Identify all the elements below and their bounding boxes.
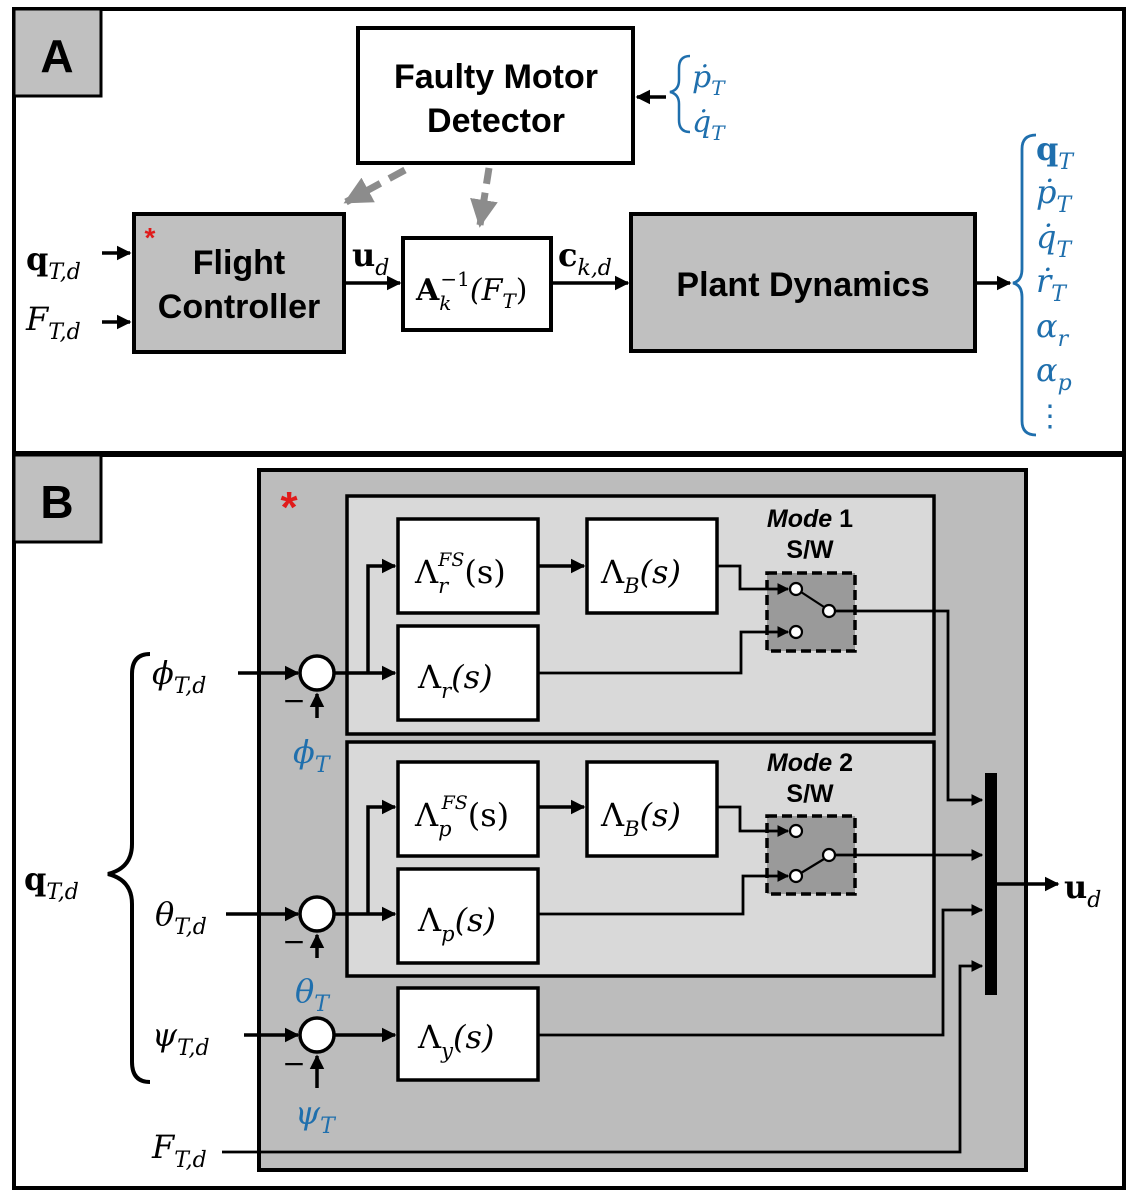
detector-input-p: ṗ xyxy=(692,60,711,95)
detector-label-line1: Faulty Motor xyxy=(394,58,598,96)
svg-text:ΛB(s): ΛB(s) xyxy=(600,553,681,598)
input-f-t-d-b: FT,d xyxy=(151,1128,207,1173)
flight-controller-line1: Flight xyxy=(193,244,286,282)
output-ellipsis: ⋮ xyxy=(1035,399,1065,434)
mode2-sw-label: S/W xyxy=(786,780,834,808)
input-theta-t-d: θT,d xyxy=(155,895,207,940)
mode2-label: Mode 2 xyxy=(767,749,853,777)
svg-text:Λr(s): Λr(s) xyxy=(417,658,493,703)
output-q-dot-t: q̇T xyxy=(1036,218,1073,263)
panel-a: A Faulty Motor Detector ṗT q̇T * Flight … xyxy=(12,7,1126,455)
output-p-dot-t: ṗT xyxy=(1036,173,1073,218)
detector-input-q: q̇ xyxy=(692,105,711,140)
input-psi-t-d: ψT,d xyxy=(152,1016,210,1061)
block-lambda-y: Λy(s) xyxy=(396,986,540,1082)
flight-controller-block: * Flight Controller xyxy=(132,212,346,354)
svg-text:ΛpFS(s): ΛpFS(s) xyxy=(414,792,509,841)
output-mux-bar xyxy=(985,773,997,995)
panel-b-label: B xyxy=(40,476,73,528)
allocation-block: Ak−1(FT) xyxy=(401,236,553,332)
input-q-t-d: qT,d xyxy=(26,240,81,285)
plant-dynamics-block: Plant Dynamics xyxy=(629,212,977,353)
output-q-t: qT xyxy=(1036,130,1075,175)
svg-text:ΛrFS(s): ΛrFS(s) xyxy=(414,549,506,598)
q-group-brace xyxy=(107,652,151,1084)
feedback-psi-t: ψT xyxy=(295,1094,337,1139)
faulty-motor-detector-block: Faulty Motor Detector xyxy=(356,26,635,165)
svg-text:Ak−1(FT): Ak−1(FT) xyxy=(415,267,527,315)
svg-text:q̇T: q̇T xyxy=(692,105,726,145)
output-alpha-r: αr xyxy=(1036,307,1070,352)
controller-asterisk: * xyxy=(280,483,298,532)
output-u-d: ud xyxy=(1064,868,1101,913)
output-alpha-p: αp xyxy=(1036,351,1072,396)
panel-b: B * Mode 1 S/W Mode 2 S/W ΛrFS(s) ΛB(s) … xyxy=(12,453,1126,1190)
block-lambda-b-1: ΛB(s) xyxy=(585,517,719,615)
detector-inputs: ṗT q̇T xyxy=(669,54,726,145)
output-r-dot-t: ṙT xyxy=(1036,262,1068,307)
minus-theta: − xyxy=(282,925,305,958)
flight-controller-asterisk: * xyxy=(145,222,156,253)
block-lambda-r-fs: ΛrFS(s) xyxy=(396,517,540,615)
q-group-label: qT,d xyxy=(24,860,79,905)
signal-c-k-d: ck,d xyxy=(558,236,612,281)
svg-text:ṗT: ṗT xyxy=(692,60,726,100)
block-lambda-r: Λr(s) xyxy=(396,624,540,722)
block-lambda-p-fs: ΛpFS(s) xyxy=(396,760,540,858)
input-phi-t-d: ϕT,d xyxy=(152,654,206,699)
input-f-t-d: FT,d xyxy=(25,300,81,345)
mode1-label: Mode 1 xyxy=(767,505,853,533)
signal-u-d: ud xyxy=(352,236,389,281)
svg-text:Λy(s): Λy(s) xyxy=(417,1018,494,1063)
block-lambda-b-2: ΛB(s) xyxy=(585,760,719,858)
feedback-phi-t: ϕT xyxy=(293,733,332,778)
plant-outputs: qT ṗT q̇T ṙT αr αp ⋮ xyxy=(1012,130,1075,437)
detector-label-line2: Detector xyxy=(427,102,565,140)
flight-controller-line2: Controller xyxy=(158,288,320,326)
panel-a-label: A xyxy=(40,30,73,82)
feedback-theta-t: θT xyxy=(295,972,331,1017)
svg-text:ΛB(s): ΛB(s) xyxy=(600,796,681,841)
minus-psi: − xyxy=(282,1047,305,1080)
svg-text:Λp(s): Λp(s) xyxy=(417,901,496,946)
minus-phi: − xyxy=(282,684,305,717)
plant-dynamics-label: Plant Dynamics xyxy=(676,266,929,304)
block-lambda-p: Λp(s) xyxy=(396,867,540,965)
mode1-sw-label: S/W xyxy=(786,536,834,564)
